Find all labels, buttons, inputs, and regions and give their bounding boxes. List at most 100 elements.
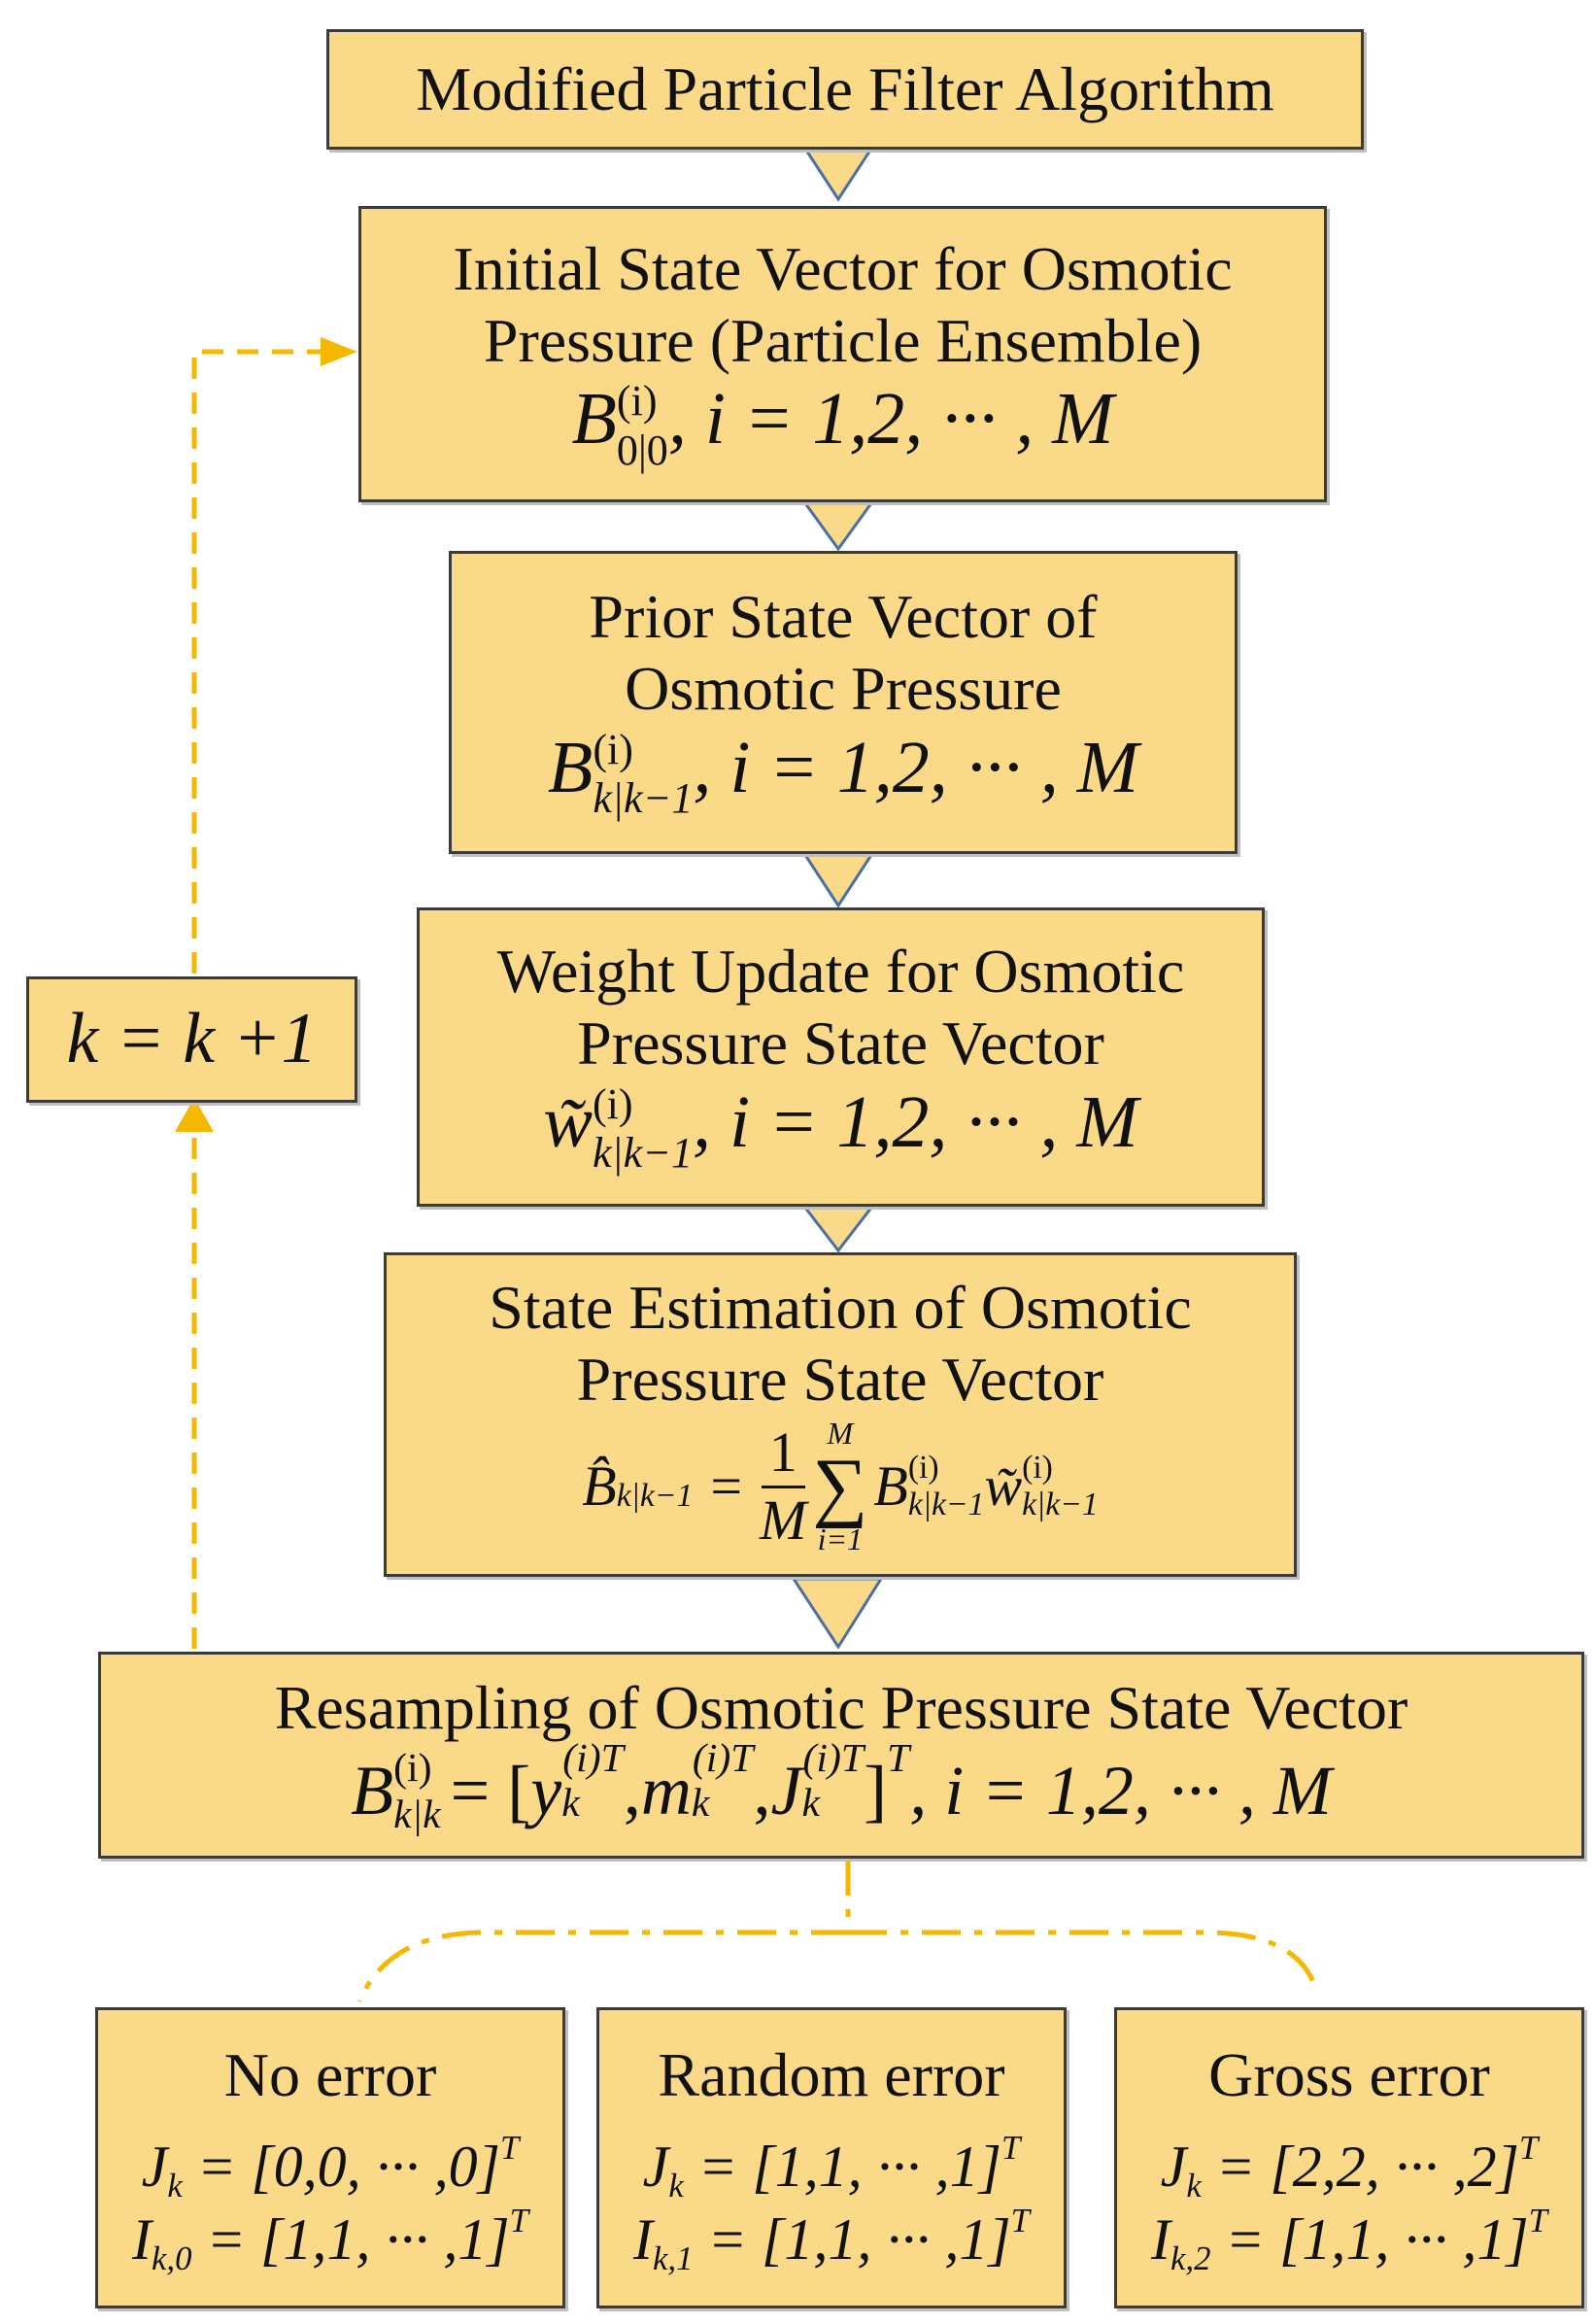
loop-increment-box: k = k +1 <box>26 976 357 1103</box>
m-superscript: (i)T <box>692 1736 754 1782</box>
resample-b-subscript: k|k <box>393 1792 441 1837</box>
gross-error-j-formula: Jk = [2,2, ··· ,2]T <box>1160 2129 1539 2204</box>
term-w-subscript: k|k−1 <box>1022 1487 1099 1523</box>
term-w-symbol: w̃ <box>984 1453 1023 1518</box>
no-error-label: No error <box>223 2039 437 2109</box>
j-transpose: T <box>1000 2129 1021 2168</box>
no-error-j-formula: Jk = [0,0, ··· ,0]T <box>141 2129 520 2204</box>
close-bracket: ] <box>864 1752 888 1830</box>
no-error-box: No error Jk = [0,0, ··· ,0]T Ik,0 = [1,1… <box>95 2007 565 2308</box>
prior-formula: B(i)k|k−1, i = 1,2, ··· , M <box>548 726 1138 824</box>
y-symbol: y <box>530 1752 562 1830</box>
flow-arrow-2 <box>802 501 874 552</box>
i-subscript: k,0 <box>151 2239 192 2277</box>
fraction-numerator: 1 <box>761 1420 805 1488</box>
y-subscript: k <box>561 1781 580 1827</box>
transpose-superscript: T <box>887 1736 910 1782</box>
formula-rest: , i = 1,2, ··· , M <box>667 378 1114 461</box>
flow-arrow-4 <box>801 1206 875 1253</box>
formula-subscript: k|k−1 <box>592 1129 693 1178</box>
initial-line-2: Pressure (Particle Ensemble) <box>483 305 1203 375</box>
initial-formula: B(i)0|0, i = 1,2, ··· , M <box>571 377 1113 475</box>
random-error-box: Random error Jk = [1,1, ··· ,1]T Ik,1 = … <box>596 2007 1067 2308</box>
formula-subscript: 0|0 <box>616 426 668 474</box>
title-box: Modified Particle Filter Algorithm <box>326 29 1364 150</box>
i-value: = [1,1, ··· ,1] <box>707 2207 1011 2273</box>
weight-update-box: Weight Update for Osmotic Pressure State… <box>417 907 1265 1207</box>
prior-line-2: Osmotic Pressure <box>625 654 1062 724</box>
resample-b-symbol: B <box>351 1752 394 1830</box>
y-superscript: (i)T <box>562 1736 624 1782</box>
estimation-line-1: State Estimation of Osmotic <box>489 1272 1192 1342</box>
gross-error-i-formula: Ik,2 = [1,1, ··· ,1]T <box>1150 2202 1548 2277</box>
branch-line <box>356 1857 1316 2002</box>
j-transpose: T <box>1518 2129 1539 2168</box>
weight-line-1: Weight Update for Osmotic <box>496 937 1185 1007</box>
resample-b-superscript: (i) <box>393 1745 432 1791</box>
sum-lower-limit: i=1 <box>817 1521 864 1557</box>
flow-arrow-1 <box>802 147 874 202</box>
formula-superscript: (i) <box>616 377 658 426</box>
equals-sign: = <box>710 1453 743 1518</box>
state-estimation-box: State Estimation of Osmotic Pressure Sta… <box>384 1252 1297 1577</box>
j-superscript: (i)T <box>802 1736 865 1782</box>
flow-arrow-5 <box>791 1577 884 1650</box>
random-error-j-formula: Jk = [1,1, ··· ,1]T <box>642 2129 1021 2204</box>
i-value: = [1,1, ··· ,1] <box>1225 2207 1529 2273</box>
j-subscript: k <box>1186 2166 1202 2204</box>
formula-rest: , i = 1,2, ··· , M <box>693 1080 1138 1163</box>
resampling-title: Resampling of Osmotic Pressure State Vec… <box>274 1673 1408 1743</box>
loop-increment-text: k = k +1 <box>66 999 318 1079</box>
i-subscript: k,1 <box>652 2239 694 2277</box>
i-transpose: T <box>1010 2202 1031 2240</box>
prior-line-1: Prior State Vector of <box>589 582 1098 652</box>
flow-arrow-3 <box>802 853 874 908</box>
formula-symbol: w̃ <box>543 1080 593 1163</box>
random-error-label: Random error <box>658 2039 1005 2109</box>
formula-subscript: k|k−1 <box>593 774 694 823</box>
title-text: Modified Particle Filter Algorithm <box>416 53 1274 123</box>
j-subscript: k <box>801 1781 820 1827</box>
gross-error-box: Gross error Jk = [2,2, ··· ,2]T Ik,2 = [… <box>1114 2007 1584 2308</box>
weight-formula: w̃(i)k|k−1, i = 1,2, ··· , M <box>543 1080 1137 1179</box>
i-transpose: T <box>509 2202 529 2240</box>
j-symbol: J <box>770 1752 802 1830</box>
resample-index-range: , i = 1,2, ··· , M <box>909 1752 1332 1830</box>
loop-arrow-head-up <box>175 1098 214 1132</box>
term-b-subscript: k|k−1 <box>907 1487 985 1523</box>
term-b-superscript: (i) <box>907 1449 939 1486</box>
sum-operator: M∑i=1 <box>812 1416 867 1557</box>
prior-state-box: Prior State Vector of Osmotic Pressure B… <box>449 551 1238 854</box>
formula-symbol: B <box>571 378 617 461</box>
j-value: = [0,0, ··· ,0] <box>196 2135 500 2200</box>
j-subscript: k <box>167 2166 183 2204</box>
open-bracket: = [ <box>450 1752 531 1830</box>
estimate-symbol: B̂ <box>582 1453 617 1518</box>
initial-line-1: Initial State Vector for Osmotic <box>453 233 1233 303</box>
i-transpose: T <box>1528 2202 1548 2240</box>
gross-error-label: Gross error <box>1208 2039 1490 2109</box>
estimate-subscript: k|k−1 <box>616 1477 694 1514</box>
sum-upper-limit: M <box>827 1416 854 1452</box>
loop-line-up <box>191 349 321 974</box>
j-subscript: k <box>668 2166 684 2204</box>
term-b-symbol: B <box>873 1453 908 1518</box>
formula-superscript: (i) <box>593 725 633 773</box>
j-value: = [2,2, ··· ,2] <box>1215 2135 1519 2200</box>
loop-arrow-head-right <box>321 337 357 366</box>
random-error-i-formula: Ik,1 = [1,1, ··· ,1]T <box>632 2202 1031 2277</box>
initial-state-box: Initial State Vector for Osmotic Pressur… <box>358 206 1327 502</box>
j-transpose: T <box>499 2129 520 2168</box>
j-value: = [1,1, ··· ,1] <box>697 2135 1001 2200</box>
sum-symbol: ∑ <box>812 1444 868 1530</box>
i-value: = [1,1, ··· ,1] <box>206 2207 510 2273</box>
formula-superscript: (i) <box>592 1079 633 1128</box>
term-w-superscript: (i) <box>1022 1449 1053 1486</box>
no-error-i-formula: Ik,0 = [1,1, ··· ,1]T <box>131 2202 529 2277</box>
resampling-box: Resampling of Osmotic Pressure State Vec… <box>98 1652 1584 1859</box>
weight-line-2: Pressure State Vector <box>577 1008 1104 1078</box>
formula-symbol: B <box>547 726 594 808</box>
